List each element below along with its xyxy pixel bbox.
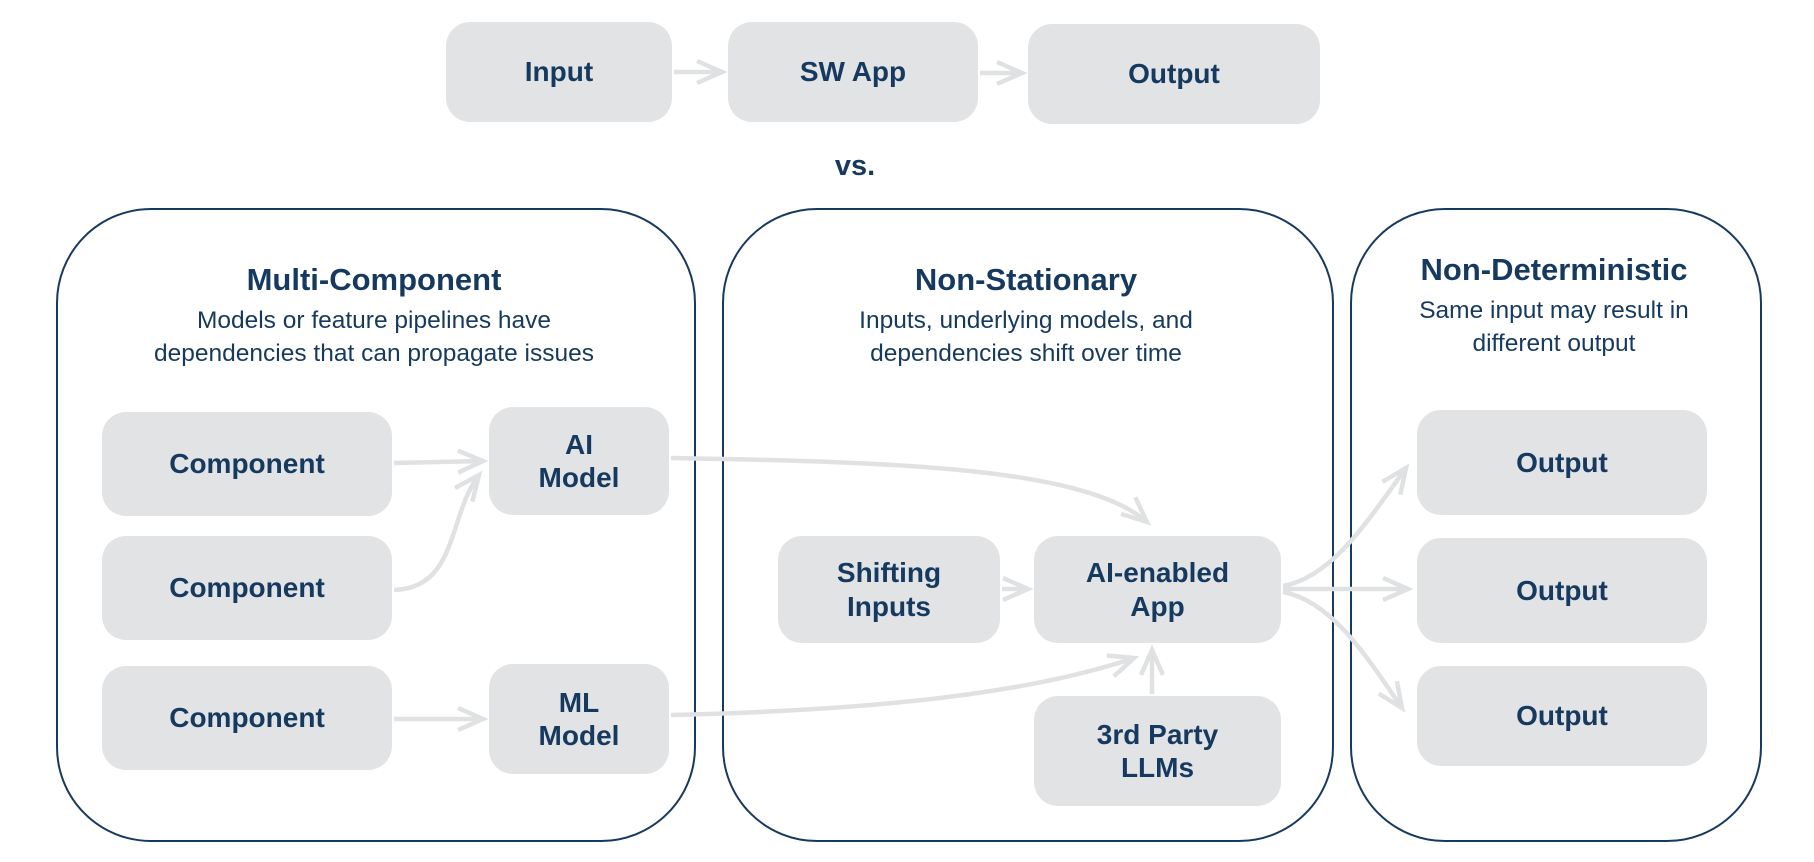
third-party-llms-box: 3rd Party LLMs — [1034, 696, 1281, 806]
shifting-inputs-box: Shifting Inputs — [778, 536, 1000, 643]
non-deterministic-title: Non-Deterministic — [1420, 252, 1688, 287]
non-stationary-subtitle: Inputs, underlying models, and dependenc… — [859, 307, 1193, 367]
sw-app-box: SW App — [728, 22, 978, 122]
non-deterministic-subtitle: Same input may result in different outpu… — [1419, 297, 1689, 357]
arrow-aiapp-to-output3 — [1282, 589, 1406, 713]
output-box-top: Output — [1028, 24, 1320, 124]
non-stationary-title: Non-Stationary — [914, 262, 1138, 297]
output-box-1: Output — [1417, 410, 1707, 515]
panel-non-deterministic — [1350, 208, 1762, 842]
ai-model-box: AI Model — [489, 407, 669, 515]
ml-model-box: ML Model — [489, 664, 669, 774]
multi-component-title: Multi-Component — [246, 262, 502, 297]
arrow-component1-to-aimodel — [393, 448, 489, 475]
component-box-3: Component — [102, 666, 392, 770]
output-box-3: Output — [1417, 666, 1707, 766]
component-box-2: Component — [102, 536, 392, 640]
arrow-mlmodel-to-aiapp — [670, 653, 1140, 718]
output-box-2: Output — [1417, 538, 1707, 643]
arrow-component2-to-aimodel — [393, 470, 483, 593]
vs-label: vs. — [834, 150, 876, 182]
arrow-aiapp-to-output1 — [1282, 463, 1410, 589]
ai-enabled-app-box: AI-enabled App — [1034, 536, 1281, 643]
input-box: Input — [446, 22, 672, 122]
panel-non-stationary — [722, 208, 1334, 842]
component-box-1: Component — [102, 412, 392, 516]
arrow-aimodel-to-aiapp — [670, 455, 1152, 526]
multi-component-subtitle: Models or feature pipelines have depende… — [154, 307, 594, 367]
panel-multi-component — [56, 208, 696, 842]
